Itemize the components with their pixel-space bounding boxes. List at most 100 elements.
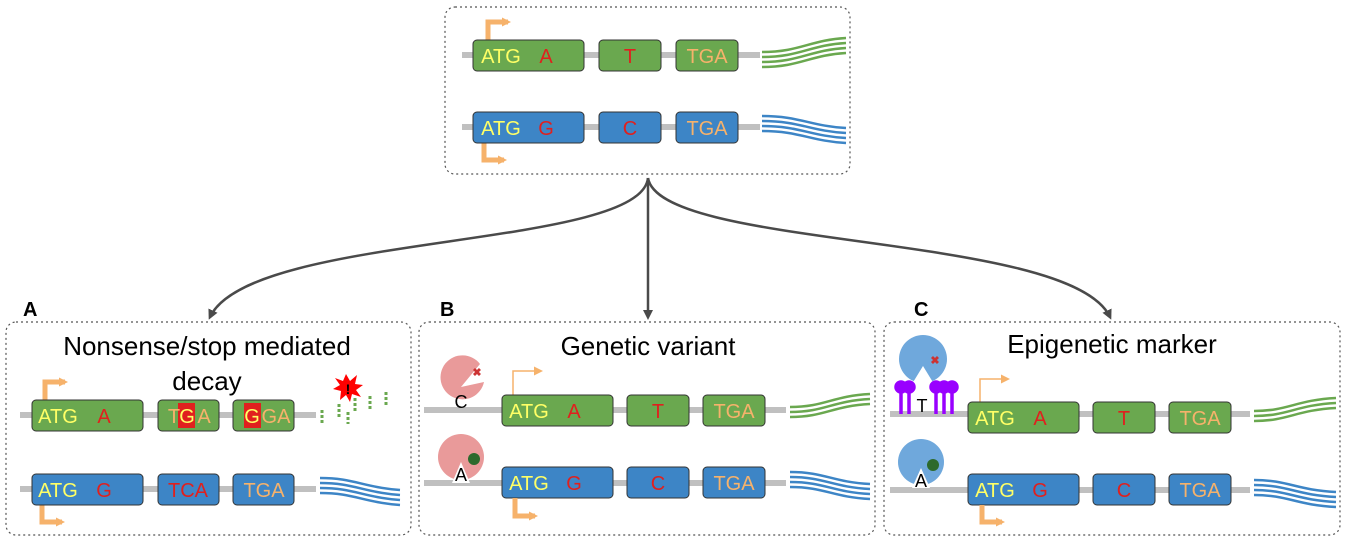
panel-c-blue-allele: A ATG G C TGA	[890, 439, 1337, 527]
exon-box	[675, 111, 739, 144]
stop-codon-label: TGA	[1179, 408, 1221, 430]
stop-codon-label: TGA	[713, 473, 755, 495]
variant-base-label: T	[624, 46, 636, 68]
exon-box	[501, 466, 614, 499]
mrna-strands	[1253, 396, 1337, 423]
exon-box	[232, 473, 295, 506]
exon-box	[967, 401, 1080, 434]
variant-base-label: C	[1117, 480, 1131, 502]
start-codon-label: ATG	[481, 46, 521, 68]
exon-box	[626, 466, 690, 499]
stop-codon-label: TGA	[686, 118, 728, 140]
top-reference-frame	[444, 6, 851, 175]
binding-protein-pink	[438, 434, 484, 483]
panel-a-title-line1: Nonsense/stop mediated	[63, 331, 351, 361]
panel-b-letter: B	[440, 299, 454, 321]
exon-box	[472, 111, 585, 144]
premature-stop-codon-g: G	[179, 406, 195, 428]
variant-base-label: G	[1032, 480, 1048, 502]
premature-stop-codon-a: A	[197, 406, 211, 428]
connector-arrow-to-panel-c	[646, 177, 1112, 320]
bound-dot	[468, 453, 480, 465]
panel-b-blue-allele: A ATG G C TGA	[424, 434, 871, 521]
connector-arrow-to-panel-a	[208, 177, 650, 320]
variant-base-label: C	[623, 118, 637, 140]
variant-base-label: T	[1118, 408, 1130, 430]
mutated-stop-codon-ga: GA	[262, 406, 292, 428]
degraded-mrna-fragments	[320, 392, 388, 424]
stop-codon-label: TGA	[1179, 480, 1221, 502]
exon-box	[1092, 401, 1156, 434]
panel-c-title: Epigenetic marker	[1007, 329, 1217, 359]
exon-box	[501, 394, 614, 427]
mrna-strands	[319, 476, 401, 507]
protein-base-label: T	[917, 396, 928, 416]
decay-burst-mark: !	[346, 381, 351, 397]
cross-mark-icon: ✖	[930, 355, 939, 367]
mutated-stop-highlight	[244, 403, 261, 428]
variant-codon-label: TCA	[168, 480, 209, 502]
transcription-start-arrow	[481, 142, 507, 165]
panel-c-green-allele: ✖ T ATG A T TGA	[890, 335, 1337, 434]
exon-box	[598, 39, 662, 72]
variant-base-label: T	[652, 401, 664, 423]
exon-box	[626, 394, 690, 427]
binding-protein-pink: ✖	[440, 355, 484, 400]
stop-codon-label: TGA	[686, 46, 728, 68]
exon-box	[702, 394, 766, 427]
transcription-start-arrow	[42, 377, 68, 400]
variant-base-label: A	[1033, 408, 1047, 430]
top-blue-allele: ATG G C TGA	[462, 111, 847, 165]
exon-box	[1168, 401, 1232, 434]
start-codon-label: ATG	[975, 408, 1015, 430]
panel-b-green-allele: ✖ C ATG A T TGA	[424, 355, 871, 427]
mrna-strands	[789, 392, 871, 419]
protein-base-label: A	[455, 465, 467, 485]
panel-a-letter: A	[23, 299, 37, 321]
exon-box	[598, 111, 662, 144]
panel-a-blue-allele: ATG G TCA TGA	[20, 473, 401, 527]
start-codon-label: ATG	[481, 118, 521, 140]
bound-dot	[927, 459, 939, 471]
premature-stop-codon-t: T	[168, 406, 180, 428]
mrna-strands	[789, 470, 871, 501]
protein-base-label: C	[455, 392, 468, 412]
mutated-stop-codon-g: G	[244, 406, 260, 428]
mrna-strands	[1253, 478, 1337, 509]
variant-base-label: C	[651, 473, 665, 495]
binding-protein-blue	[898, 439, 944, 488]
cross-mark-icon: ✖	[472, 367, 481, 379]
variant-base-label: G	[96, 480, 112, 502]
transcription-start-arrow	[512, 498, 538, 521]
panel-a-title-line2: decay	[172, 366, 241, 396]
start-codon-label: ATG	[38, 480, 78, 502]
variant-base-label: A	[539, 46, 553, 68]
protein-base-label: A	[915, 471, 927, 491]
variant-base-label: A	[567, 401, 581, 423]
exon-box	[675, 39, 739, 72]
exon-box	[1168, 473, 1232, 506]
exon-box	[31, 399, 144, 432]
exon-box	[1092, 473, 1156, 506]
variant-base-label: A	[97, 406, 111, 428]
mrna-strands	[761, 36, 847, 69]
stop-codon-label: TGA	[713, 401, 755, 423]
transcription-start-arrow	[485, 17, 511, 40]
panel-a-green-allele: ATG A T G A G GA !	[20, 374, 388, 432]
panel-c-letter: C	[914, 299, 928, 321]
transcription-start-arrow	[39, 504, 65, 527]
exon-box	[157, 473, 220, 506]
binding-protein-blue: ✖	[899, 335, 947, 384]
decay-burst-icon: !	[333, 374, 363, 402]
panel-a-frame	[5, 321, 412, 536]
exon-box	[702, 466, 766, 499]
variant-base-label: G	[566, 473, 582, 495]
start-codon-label: ATG	[975, 480, 1015, 502]
stop-codon-label: TGA	[243, 480, 285, 502]
exon-box	[472, 39, 585, 72]
transcription-start-arrow	[512, 366, 543, 395]
start-codon-label: ATG	[509, 473, 549, 495]
top-green-allele: ATG A T TGA	[462, 17, 847, 72]
exon-box	[31, 473, 144, 506]
